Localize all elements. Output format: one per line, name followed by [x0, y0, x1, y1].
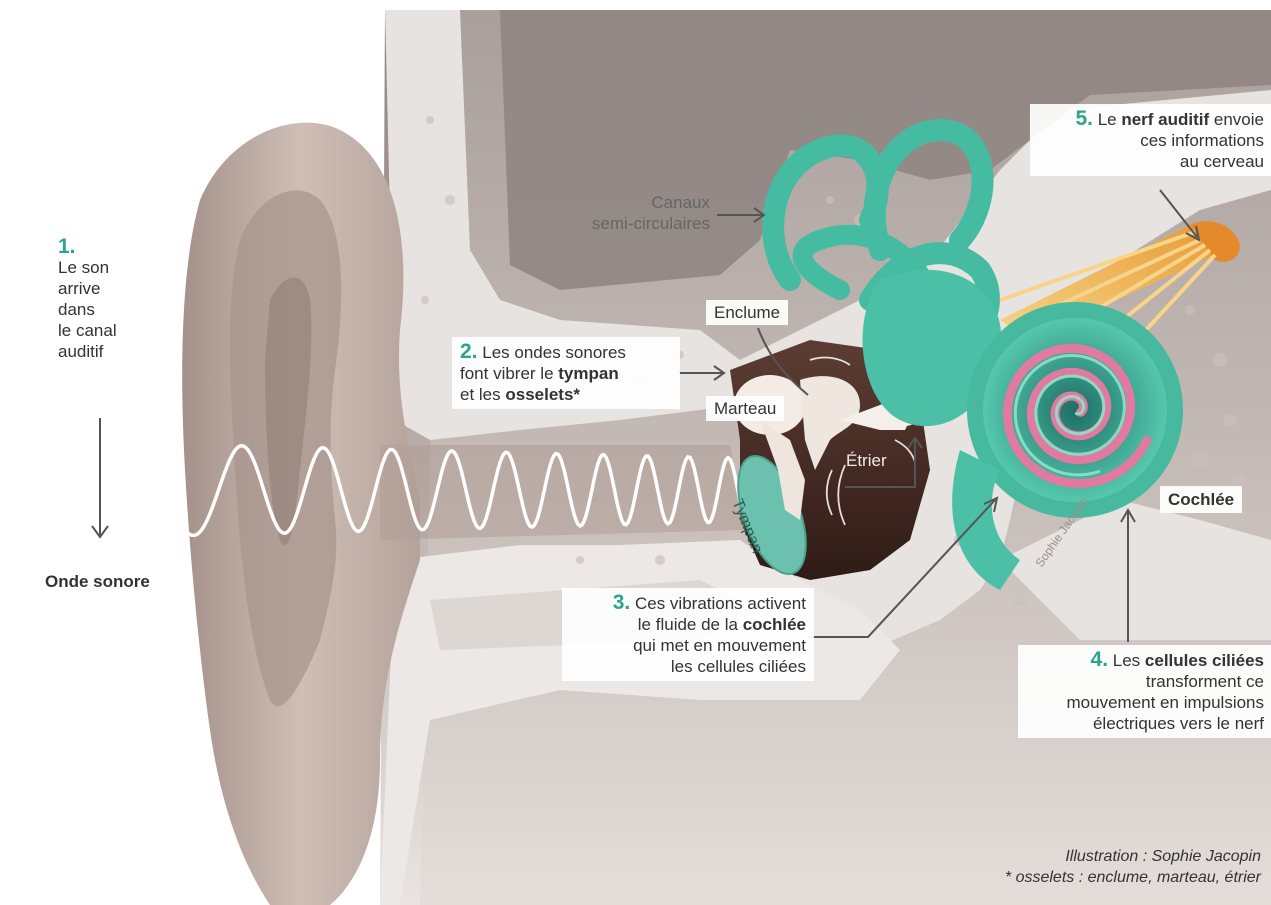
step-4-hair-cells-term: cellules ciliées — [1145, 651, 1264, 670]
step-4-line-1a: Les — [1113, 651, 1145, 670]
step-4-number: 4. — [1091, 648, 1109, 671]
step-1-line-4: le canal — [58, 320, 117, 341]
step-3-line-3: qui met en mouvement — [570, 635, 806, 656]
step-1-line-2: arrive — [58, 278, 117, 299]
step-3-line-1: Ces vibrations activent — [635, 594, 806, 613]
step-1-line-3: dans — [58, 299, 117, 320]
step-5-line-1a: Le — [1098, 110, 1122, 129]
incus-label: Enclume — [706, 300, 788, 325]
semicircular-canals-label-line-2: semi-circulaires — [560, 213, 710, 234]
step-5-line-2: ces informations — [1038, 130, 1264, 151]
step-2-number: 2. — [460, 340, 478, 363]
step-2-osselets-term: osselets* — [505, 385, 580, 404]
step-3-line-2: le fluide de la — [638, 615, 743, 634]
step-2-tympan-term: tympan — [558, 364, 618, 383]
step-2-line-2: font vibrer le — [460, 364, 558, 383]
step-1-line-5: auditif — [58, 341, 117, 362]
cochlea-label: Cochlée — [1160, 486, 1242, 513]
step-4-line-2: transforment ce — [1026, 671, 1264, 692]
step-5-nerve-term: nerf auditif — [1121, 110, 1209, 129]
step-1-label: 1. Le son arrive dans le canal auditif — [58, 236, 117, 362]
step-5-line-3: au cerveau — [1038, 151, 1264, 172]
step-2-line-3: et les — [460, 385, 505, 404]
step-2-box: 2. Les ondes sonores font vibrer le tymp… — [452, 337, 680, 409]
ossicles-footnote: * osselets : enclume, marteau, étrier — [1005, 868, 1261, 888]
illustration-credit: Illustration : Sophie Jacopin — [1065, 847, 1261, 867]
step-3-box: 3. Ces vibrations activent le fluide de … — [562, 588, 814, 681]
step-5-number: 5. — [1075, 107, 1093, 130]
semicircular-canals-label-line-1: Canaux — [560, 192, 710, 213]
step-1-number: 1. — [58, 236, 117, 257]
stapes-label: Étrier — [846, 450, 887, 471]
malleus-label: Marteau — [706, 396, 784, 421]
step-1-line-1: Le son — [58, 257, 117, 278]
sound-wave-label: Onde sonore — [45, 571, 150, 592]
step-5-line-1b: envoie — [1209, 110, 1264, 129]
step-5-box: 5. Le nerf auditif envoie ces informatio… — [1030, 104, 1271, 176]
step-3-number: 3. — [613, 591, 631, 614]
step-4-line-4: électriques vers le nerf — [1026, 713, 1264, 734]
step-3-line-4: les cellules ciliées — [570, 656, 806, 677]
semicircular-canals-label: Canaux semi-circulaires — [560, 192, 710, 234]
step-2-line-1: Les ondes sonores — [482, 343, 626, 362]
step-4-line-3: mouvement en impulsions — [1026, 692, 1264, 713]
step-3-cochlea-term: cochlée — [743, 615, 806, 634]
step-4-box: 4. Les cellules ciliées transforment ce … — [1018, 645, 1271, 738]
